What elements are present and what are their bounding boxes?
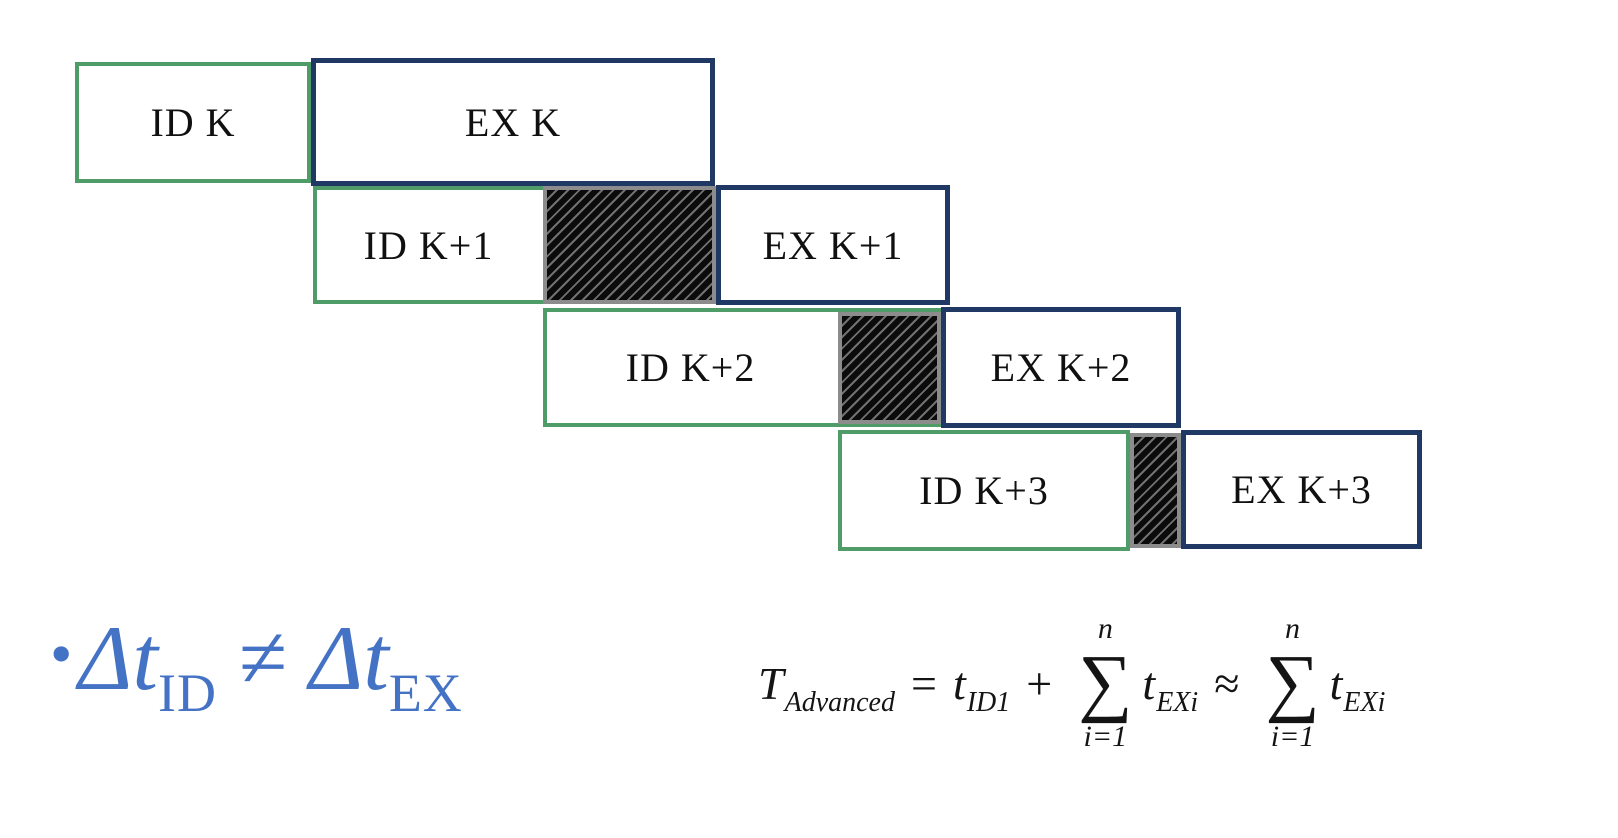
id-k2-label: ID K+2 xyxy=(625,345,756,390)
id-k3-label: ID K+3 xyxy=(919,468,1049,513)
summation-1-sigma-symbol: ∑ xyxy=(1078,639,1133,724)
plus-sign: + xyxy=(1026,657,1053,709)
equals-sign: = xyxy=(910,657,937,709)
ex-k1-label: EX K+1 xyxy=(762,222,904,268)
t-exi-2-symbol: t xyxy=(1329,657,1343,709)
delta-t-id-subscript: ID xyxy=(157,663,217,723)
ex-k-label: EX K xyxy=(464,99,562,145)
t-id1-term: t ID1 xyxy=(952,657,1010,718)
stall-hatch-block-3 xyxy=(1130,433,1181,548)
not-equal-sign: ≠ xyxy=(238,610,288,707)
id-k-box: ID K xyxy=(75,62,311,183)
delta-t-ex-subscript: EX xyxy=(388,663,463,723)
ex-k2-box: EX K+2 xyxy=(941,307,1181,428)
T-advanced-term: T Advanced xyxy=(758,657,895,718)
summation-2-sigma-symbol: ∑ xyxy=(1265,639,1320,724)
t-exi-term-2: t EXi xyxy=(1329,657,1386,718)
t-exi-1-subscript: EXi xyxy=(1156,686,1199,718)
summation-1-lower-limit: i=1 xyxy=(1083,720,1128,754)
id-k-label: ID K xyxy=(150,100,236,145)
delta-t-bullet-line: • Δt ID ≠ Δt EX xyxy=(50,607,463,723)
delta-t-ex-symbol: Δt xyxy=(309,607,389,709)
t-exi-2-subscript: EXi xyxy=(1343,686,1386,718)
summation-2-lower-limit: i=1 xyxy=(1270,720,1315,754)
ex-k2-label: EX K+2 xyxy=(990,345,1132,390)
ex-k-box: EX K xyxy=(311,58,715,186)
t-exi-term-1: t EXi xyxy=(1142,657,1198,718)
stall-hatch-block-1 xyxy=(543,186,716,304)
bullet-icon: • xyxy=(50,618,73,689)
ex-k1-box: EX K+1 xyxy=(716,185,950,305)
approx-sign: ≈ xyxy=(1214,657,1240,709)
delta-t-id-symbol: Δt xyxy=(78,607,158,709)
t-id1-subscript: ID1 xyxy=(966,686,1011,718)
t-exi-1-symbol: t xyxy=(1142,657,1156,709)
delta-t-ex-term: Δt EX xyxy=(309,607,463,723)
advanced-time-formula: T Advanced = t ID1 + n ∑ i=1 t EXi ≈ n ∑… xyxy=(758,588,1385,778)
T-subscript: Advanced xyxy=(784,686,895,718)
stall-hatch-block-2 xyxy=(838,312,941,424)
ex-k3-box: EX K+3 xyxy=(1181,430,1422,549)
summation-1-upper-limit: n xyxy=(1097,611,1113,645)
summation-2: n ∑ i=1 xyxy=(1265,611,1320,754)
T-symbol: T xyxy=(758,657,784,709)
summation-2-upper-limit: n xyxy=(1285,611,1301,645)
id-k3-box: ID K+3 xyxy=(838,430,1130,551)
delta-t-id-term: Δt ID xyxy=(78,607,217,723)
id-k1-label: ID K+1 xyxy=(363,222,494,268)
t-id1-symbol: t xyxy=(952,657,966,709)
summation-1: n ∑ i=1 xyxy=(1078,611,1133,754)
ex-k3-label: EX K+3 xyxy=(1231,467,1372,512)
